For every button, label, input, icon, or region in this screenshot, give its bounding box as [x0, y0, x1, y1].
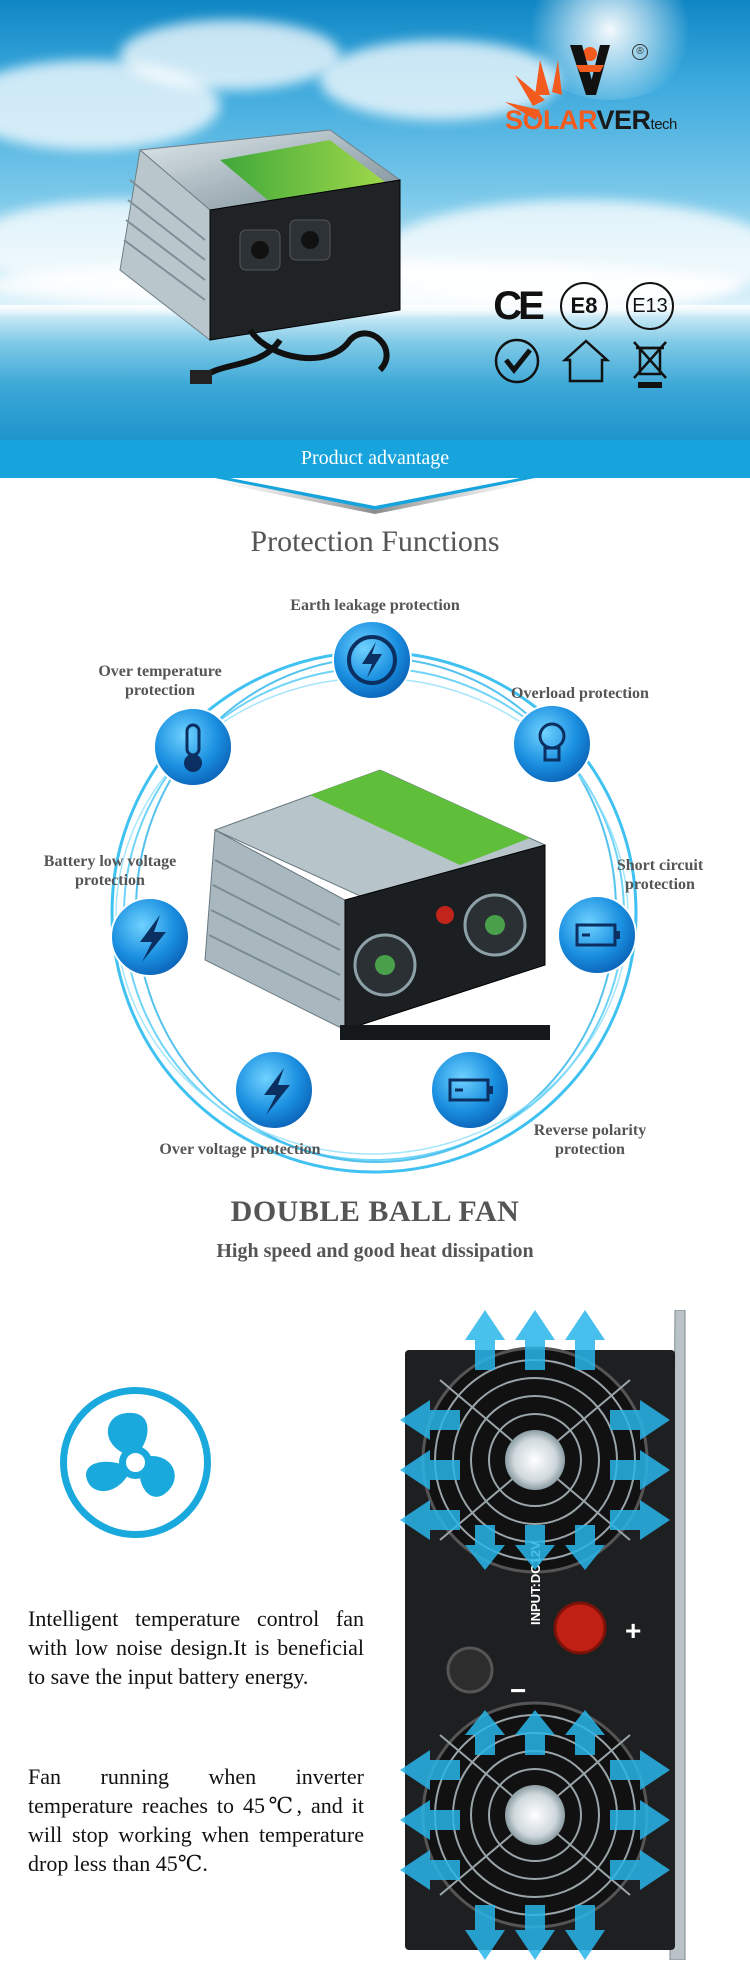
product-advantage-banner	[0, 440, 750, 478]
label-line: protection	[625, 876, 695, 893]
fan-icon	[60, 1387, 211, 1538]
battery-icon	[557, 895, 637, 975]
logo-text-ver: VER	[596, 105, 652, 135]
label-line: protection	[75, 872, 145, 889]
certification-marks: CE E8 E13	[488, 282, 688, 392]
logo-text-tech: tech	[650, 116, 678, 133]
home-icon	[562, 339, 610, 383]
logo-text-solar: SOLAR	[505, 105, 597, 135]
earth-leakage-label: Earth leakage protection	[270, 596, 480, 615]
label-line: Over voltage protection	[159, 1141, 321, 1158]
power-icon	[332, 620, 412, 700]
battery-low-voltage-label: Battery low voltage protection	[20, 852, 200, 890]
over-voltage-label: Over voltage protection	[130, 1140, 350, 1159]
protection-diagram: Earth leakage protection Over temperatur…	[0, 580, 750, 1180]
rohs-icon	[494, 338, 540, 384]
banner-arrow-decoration	[214, 478, 536, 515]
airflow-arrows	[400, 1310, 670, 1960]
weee-icon	[633, 341, 667, 388]
e8-mark: E8	[560, 282, 608, 330]
short-circuit-label: Short circuit protection	[580, 856, 740, 894]
ce-mark: CE	[493, 283, 545, 328]
label-line: Reverse polarity	[533, 1122, 647, 1139]
lightning-icon	[110, 897, 190, 977]
solarver-logo	[505, 45, 610, 120]
label-line: protection	[125, 682, 195, 699]
fan-panel-image: + − INPUT:DC12V	[400, 1310, 686, 1960]
label-line: Over temperature	[98, 663, 222, 680]
overload-label: Overload protection	[480, 684, 680, 703]
fan-description-1: Intelligent temperature control fan with…	[28, 1606, 364, 1689]
label-line: protection	[555, 1141, 625, 1158]
fan-title: DOUBLE BALL FAN	[230, 1195, 520, 1228]
reverse-polarity-label: Reverse polarity protection	[500, 1121, 680, 1159]
label-line: Earth leakage protection	[290, 597, 460, 614]
lightning-icon	[234, 1050, 314, 1130]
thermometer-icon	[153, 707, 233, 787]
hero-banner: ® SOLARVERtech CE E8 E13	[0, 0, 750, 440]
battery-icon	[430, 1050, 510, 1130]
banner-label: Product advantage	[300, 447, 450, 469]
cloud	[120, 20, 340, 90]
registered-mark: ®	[632, 44, 648, 60]
label-line: Overload protection	[511, 685, 649, 702]
center-inverter-image	[204, 769, 550, 1040]
over-temperature-label: Over temperature protection	[70, 662, 250, 700]
bulb-icon	[512, 704, 592, 784]
plus-label: +	[625, 1615, 641, 1646]
protection-title: Protection Functions	[250, 525, 500, 558]
fan-subtitle: High speed and good heat dissipation	[216, 1240, 534, 1262]
logo-wordmark: SOLARVERtech	[505, 105, 677, 136]
label-line: Battery low voltage	[43, 853, 177, 870]
protection-rings	[110, 620, 638, 1174]
minus-label: −	[510, 1675, 526, 1706]
e13-mark: E13	[626, 282, 674, 330]
inverter-image	[119, 129, 402, 384]
fan-description-2: Fan running when inverter temperature re…	[28, 1764, 364, 1876]
label-line: Short circuit	[616, 857, 704, 874]
